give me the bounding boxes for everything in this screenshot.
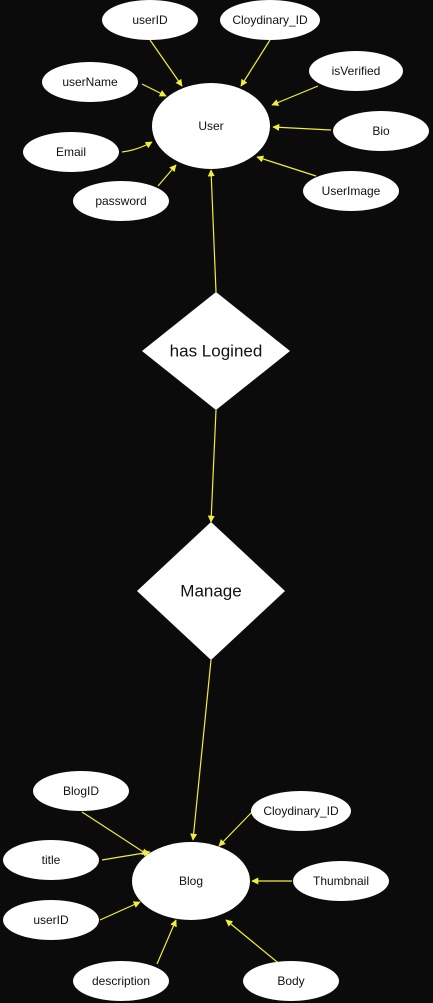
- attr-blog-userid-label: userID: [33, 913, 69, 927]
- edge-title-to-blog: [101, 849, 151, 861]
- attr-blog-blogid-label: BlogID: [63, 784, 99, 798]
- attr-user-userimage[interactable]: UserImage: [303, 171, 399, 211]
- entity-blog-label: Blog: [179, 874, 203, 888]
- attr-blog-title[interactable]: title: [3, 840, 99, 880]
- edge-manage-to-blog: [190, 659, 212, 841]
- attr-blog-description[interactable]: description: [73, 961, 169, 1001]
- edge-email-to-user: [121, 141, 153, 153]
- attr-user-password[interactable]: password: [73, 181, 169, 221]
- edge-body-to-blog: [225, 919, 283, 967]
- attr-blog-body[interactable]: Body: [243, 961, 339, 1001]
- attr-user-password-label: password: [95, 194, 146, 208]
- edge-userimage-to-user: [256, 155, 317, 177]
- edges: [81, 39, 332, 967]
- attr-user-cloydinary-id[interactable]: Cloydinary_ID: [220, 0, 320, 40]
- attr-blog-blogid[interactable]: BlogID: [33, 771, 129, 811]
- attr-user-cloydinary-id-label: Cloydinary_ID: [232, 13, 308, 27]
- edge-username-to-user: [141, 83, 167, 97]
- edge-isverified-to-user: [271, 85, 319, 106]
- attr-user-userimage-label: UserImage: [322, 184, 381, 198]
- attr-user-isverified[interactable]: isVerified: [309, 51, 403, 91]
- attr-user-userid-label: userID: [132, 13, 168, 27]
- attr-blog-description-label: description: [92, 974, 150, 988]
- attr-blog-thumbnail-label: Thumbnail: [313, 874, 369, 888]
- entity-blog[interactable]: Blog: [132, 842, 250, 920]
- edge-cloydinaryid-to-blog: [218, 811, 253, 847]
- attr-user-bio[interactable]: Bio: [333, 111, 429, 151]
- edge-haslogined-to-manage: [207, 409, 217, 523]
- attr-user-userid[interactable]: userID: [102, 0, 198, 40]
- edge-userid-to-user: [149, 39, 183, 87]
- attr-blog-userid[interactable]: userID: [3, 900, 99, 940]
- user-attributes: userID Cloydinary_ID userName isVerified…: [23, 0, 429, 221]
- entity-user-label: User: [198, 119, 223, 133]
- relationship-has-logined-label: has Logined: [170, 342, 263, 361]
- attr-user-username[interactable]: userName: [42, 62, 138, 102]
- attr-user-email[interactable]: Email: [23, 132, 119, 172]
- attr-user-isverified-label: isVerified: [332, 64, 381, 78]
- attr-user-username-label: userName: [62, 75, 118, 89]
- attr-blog-cloydinary-id[interactable]: Cloydinary_ID: [251, 791, 351, 831]
- edge-password-to-user: [157, 164, 177, 187]
- attr-user-bio-label: Bio: [372, 124, 390, 138]
- edge-bio-to-user: [272, 123, 332, 131]
- relationship-manage-label: Manage: [180, 582, 241, 601]
- attr-blog-thumbnail[interactable]: Thumbnail: [293, 861, 389, 901]
- attr-user-email-label: Email: [56, 145, 86, 159]
- relationship-has-logined[interactable]: has Logined: [142, 292, 290, 410]
- entity-user[interactable]: User: [152, 83, 270, 169]
- attr-blog-body-label: Body: [277, 974, 304, 988]
- edge-haslogined-to-user: [207, 169, 217, 293]
- attr-blog-cloydinary-id-label: Cloydinary_ID: [263, 804, 339, 818]
- attr-blog-title-label: title: [42, 853, 61, 867]
- relationship-manage[interactable]: Manage: [137, 522, 285, 660]
- blog-attributes: BlogID Cloydinary_ID title Thumbnail use…: [3, 771, 389, 1001]
- edge-blogid-to-blog: [81, 811, 149, 856]
- edge-userid-to-blog: [99, 901, 141, 921]
- edge-description-to-blog: [156, 919, 177, 965]
- edge-cloydinaryid-to-user: [240, 39, 271, 87]
